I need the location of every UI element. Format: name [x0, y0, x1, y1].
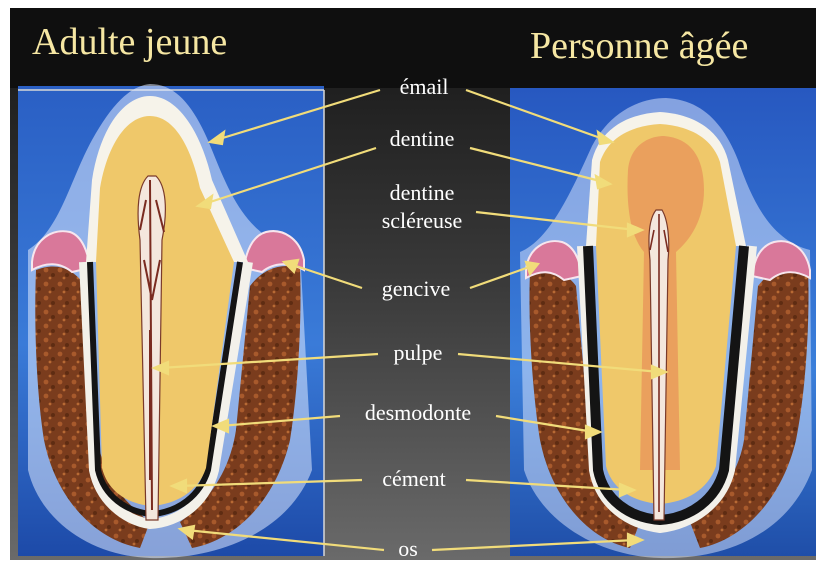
label-dentine-sclereuse-1: dentine [390, 180, 455, 205]
label-dentine: dentine [390, 126, 455, 151]
label-email: émail [400, 74, 449, 99]
label-gencive: gencive [382, 276, 450, 301]
title-elderly: Personne âgée [530, 25, 748, 67]
label-pulpe: pulpe [394, 340, 443, 365]
label-os: os [398, 536, 418, 561]
label-desmodonte: desmodonte [365, 400, 471, 425]
label-dentine-sclereuse-2: scléreuse [382, 208, 463, 233]
label-cement: cément [382, 466, 446, 491]
title-young-adult: Adulte jeune [32, 21, 227, 63]
